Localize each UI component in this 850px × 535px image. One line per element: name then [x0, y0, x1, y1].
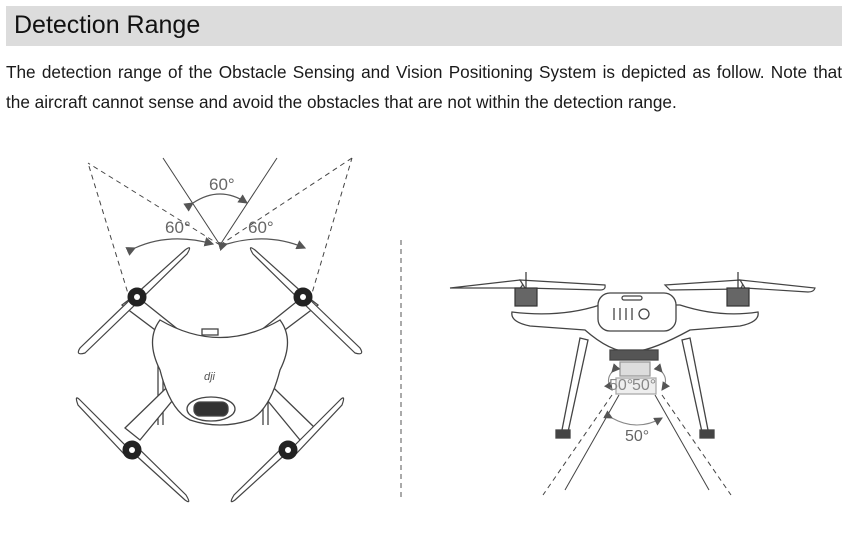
section-description: The detection range of the Obstacle Sens… — [6, 62, 842, 112]
front-view-aircraft: 50° 50° 50° — [449, 272, 816, 496]
top-view-right-angle: 60° — [248, 218, 274, 237]
top-view-angle-arcs — [125, 193, 307, 256]
top-view-aircraft: dji 60° 60° 60° — [75, 157, 363, 503]
top-view-left-angle: 60° — [165, 218, 191, 237]
front-view-body — [511, 292, 759, 439]
top-view-propellers — [75, 247, 363, 503]
front-view-motors — [514, 272, 750, 307]
dji-logo: dji — [204, 371, 216, 383]
heading-bar — [6, 6, 842, 46]
section-title: Detection Range — [14, 11, 201, 39]
front-view-right-angle: 50° — [632, 377, 656, 394]
front-view-angle-arcs — [603, 363, 671, 426]
top-view-body — [120, 294, 320, 441]
front-view-propellers — [449, 279, 816, 293]
front-view-left-angle: 50° — [609, 377, 633, 394]
front-view-downward-angle: 50° — [625, 428, 649, 445]
top-view-forward-angle: 60° — [209, 175, 235, 194]
